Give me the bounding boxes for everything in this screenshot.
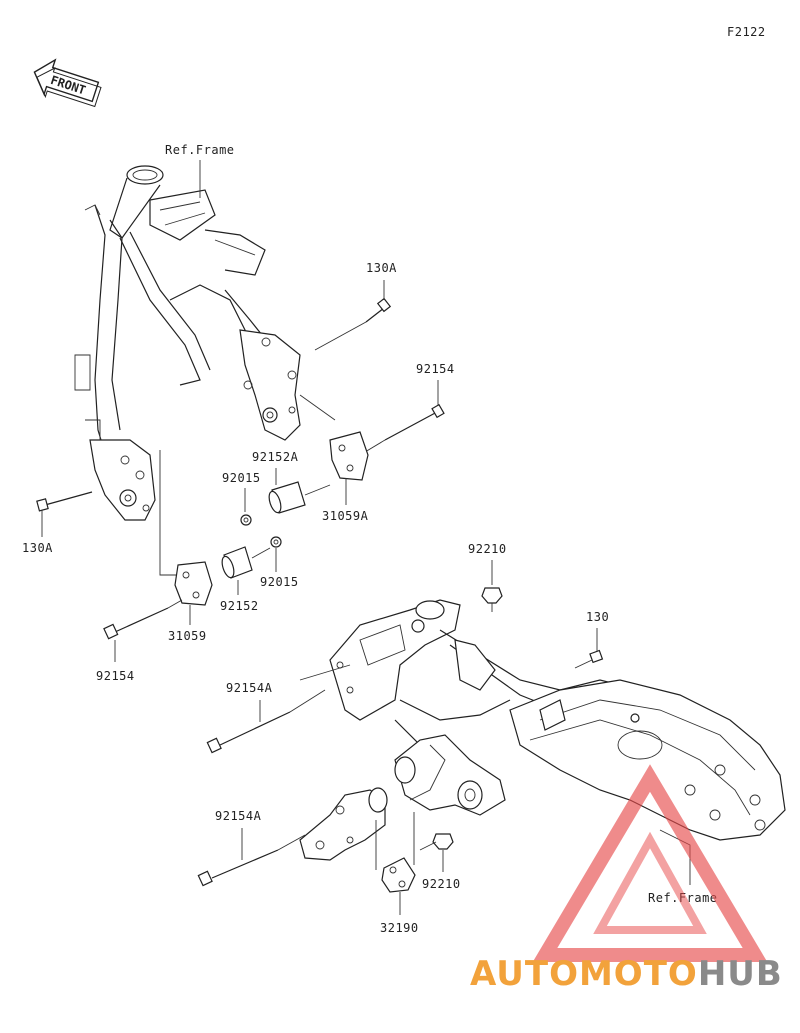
nut-92210-top (481, 560, 503, 612)
watermark-logo (532, 764, 768, 962)
bolt-130 (574, 628, 604, 669)
bolt-130A-left (36, 491, 93, 537)
part-label-92154A-bottom: 92154A (215, 809, 262, 823)
watermark-text: AUTOMOTOHUB (470, 954, 783, 994)
part-label-92210-bottom: 92210 (422, 877, 461, 891)
lower-bracket-drawing (299, 599, 786, 870)
bolt-92154-top (359, 380, 445, 456)
nut-92015-top (240, 488, 252, 526)
collar-92152 (221, 546, 271, 595)
part-label-92152A: 92152A (252, 450, 299, 464)
part-label-32190: 32190 (380, 921, 419, 935)
diagram-code: F2122 (727, 25, 766, 39)
part-label-31059A: 31059A (322, 509, 369, 523)
front-arrow-icon: FRONT (33, 58, 102, 108)
part-label-92154-left: 92154 (96, 669, 135, 683)
part-label-92015-top: 92015 (222, 471, 261, 485)
bolt-130A-top (314, 280, 392, 351)
nut-92210-bottom (419, 833, 454, 872)
plate-32190 (381, 857, 416, 915)
bolt-92154A-bottom (197, 828, 306, 887)
watermark-text-part1: AUTOMOTO (470, 954, 698, 994)
watermark-text-part2: HUB (698, 954, 783, 994)
part-label-130A-left: 130A (22, 541, 53, 555)
nut-92015-mid (270, 536, 282, 572)
part-label-31059: 31059 (168, 629, 207, 643)
part-label-92015-mid: 92015 (260, 575, 299, 589)
part-label-92154-top: 92154 (416, 362, 455, 376)
part-label-130A-top: 130A (366, 261, 397, 275)
part-label-130: 130 (586, 610, 609, 624)
part-label-92210-top: 92210 (468, 542, 507, 556)
bolt-92154A-top (206, 689, 326, 754)
upper-frame-drawing (74, 165, 336, 576)
part-label-92154A-top: 92154A (226, 681, 273, 695)
collar-92152A (268, 468, 331, 514)
part-label-92152: 92152 (220, 599, 259, 613)
bracket-31059A (329, 431, 369, 505)
bolt-92154-left (103, 599, 183, 662)
bracket-31059 (174, 561, 213, 625)
watermark-triangle-icon (532, 764, 768, 962)
ref-frame-top-label: Ref.Frame (165, 143, 235, 157)
